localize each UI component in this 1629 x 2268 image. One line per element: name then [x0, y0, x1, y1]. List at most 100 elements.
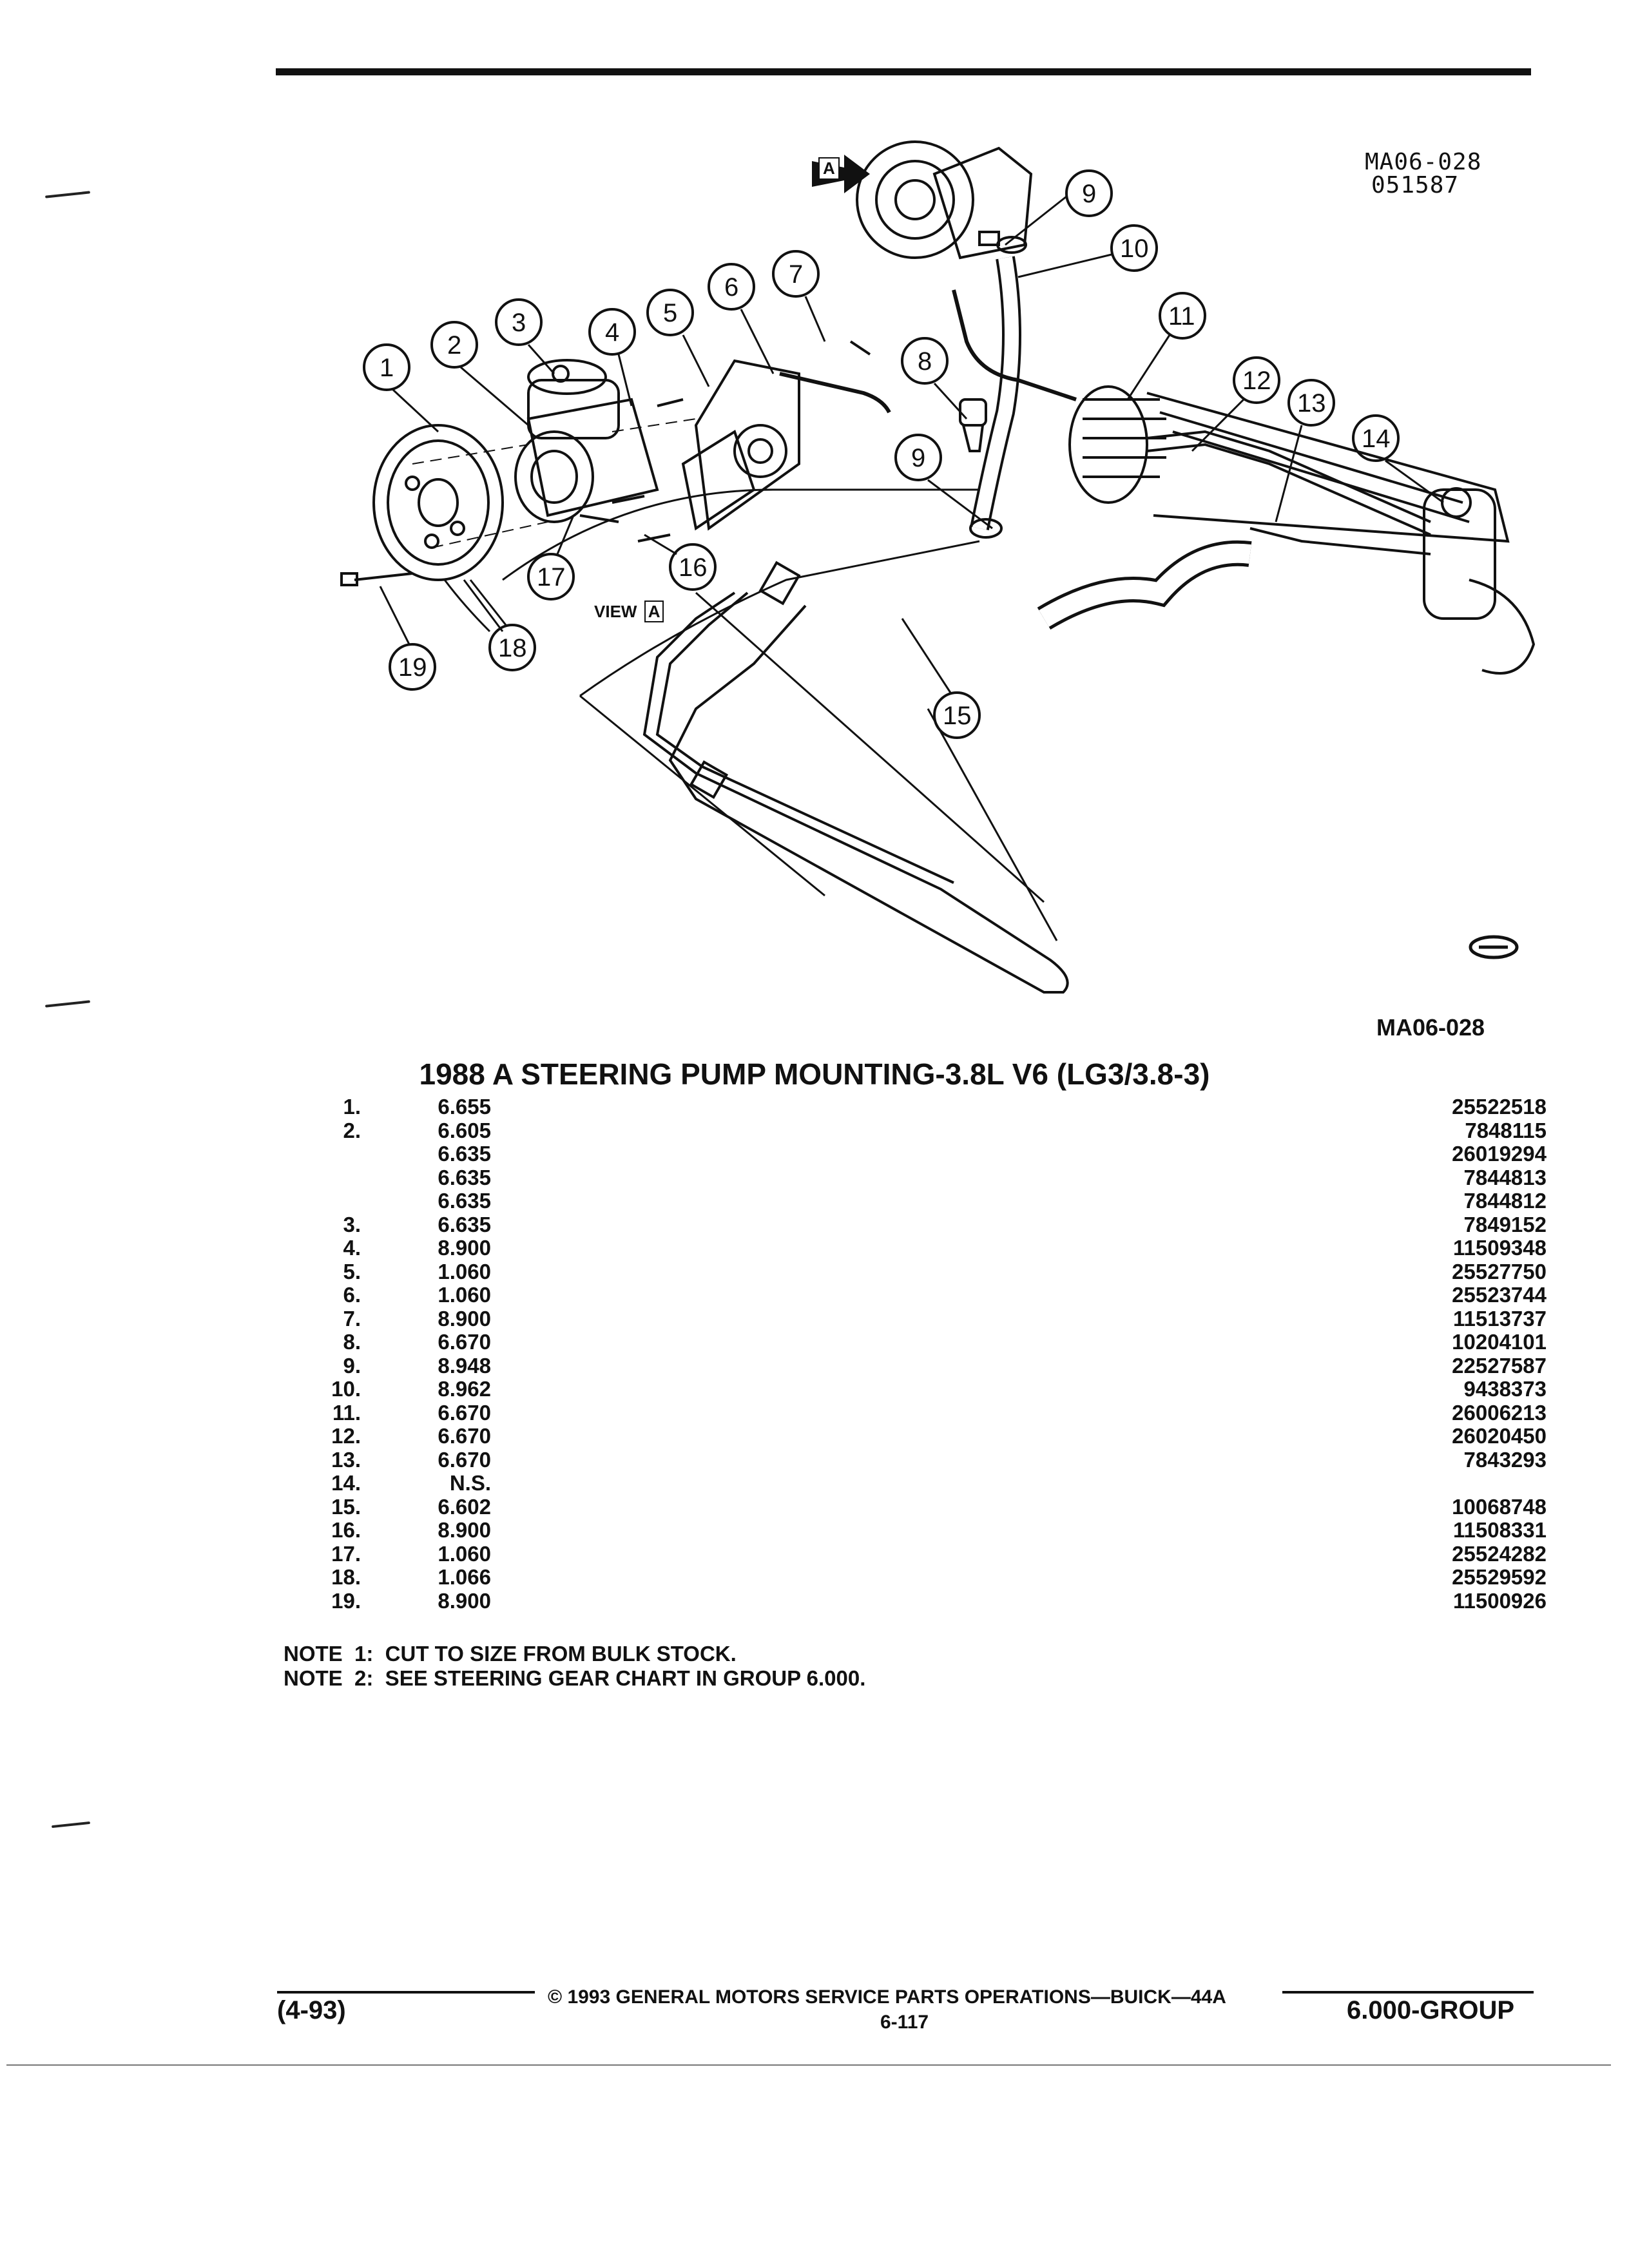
- part-number: 7843293: [1457, 1448, 1547, 1472]
- callout-bubbles: [363, 169, 1444, 739]
- part-row: 10.8.962HOSE , OIL (3/8"X24')(*1) ......…: [271, 1378, 1547, 1401]
- inlet-pipe: [952, 289, 1077, 401]
- clamp-lower: [969, 518, 1003, 539]
- part-item-number: 14.: [331, 1471, 361, 1495]
- revision-date: (4-93): [277, 1996, 346, 2024]
- part-number: 9438373: [1457, 1378, 1547, 1401]
- part-item-number: 8.: [343, 1330, 361, 1354]
- copyright: © 1993 GENERAL MOTORS SERVICE PARTS OPER…: [548, 1986, 1226, 2008]
- callout-label: 9: [911, 444, 926, 472]
- part-number: 11513737: [1446, 1307, 1547, 1331]
- part-item-number: 10.: [331, 1377, 361, 1401]
- part-group-number: 6.670: [438, 1400, 491, 1425]
- part-group-number: 8.948: [438, 1353, 491, 1378]
- part-number: 22527587: [1445, 1354, 1547, 1378]
- part-row: 16.8.900BOLT , HFH (M10X1.5X45) 10.9 POR…: [271, 1519, 1547, 1542]
- part-item-number: 17.: [331, 1541, 361, 1566]
- part-number: 10204101: [1445, 1331, 1547, 1354]
- part-number: 11500926: [1446, 1589, 1547, 1613]
- part-group-number: 1.060: [438, 1541, 491, 1566]
- part-row: 11.6.670PIPE , P/S GEAR INL ............…: [271, 1401, 1547, 1425]
- part-row: 3.6.635CAP , RESVR .....................…: [271, 1213, 1547, 1237]
- part-item-number: 15.: [331, 1494, 361, 1519]
- part-number: 11509348: [1446, 1236, 1547, 1260]
- part-item-number: 19.: [331, 1588, 361, 1613]
- bottom-rule: [6, 2064, 1611, 2066]
- part-item-number: 6.: [343, 1283, 361, 1307]
- part-item-number: 9.: [343, 1353, 361, 1378]
- part-number: 10068748: [1445, 1495, 1547, 1519]
- part-number: 25524282: [1445, 1542, 1547, 1566]
- notes: NOTE 1: CUT TO SIZE FROM BULK STOCK. NOT…: [284, 1642, 865, 1691]
- note-line: NOTE 1: CUT TO SIZE FROM BULK STOCK.: [284, 1642, 737, 1666]
- callout-label: 16: [679, 553, 708, 582]
- part-item-number: 13.: [331, 1447, 361, 1472]
- part-group-number: 8.900: [438, 1588, 491, 1613]
- parts-diagram: [335, 129, 1559, 1018]
- part-number: 25529592: [1445, 1566, 1547, 1589]
- part-group-number: 1.066: [438, 1565, 491, 1589]
- callout-label: 12: [1242, 367, 1271, 395]
- part-row: 17.1.060STUD , DRIVE BELT TENS BRKT ....…: [271, 1542, 1547, 1566]
- pump-assembly-top: [856, 140, 1033, 260]
- tensioner-brace: [681, 359, 800, 531]
- part-item-number: 1.: [343, 1095, 361, 1119]
- callout-label: 3: [512, 309, 526, 337]
- part-row: 5.1.060TENSIONER , DR BELT .............…: [271, 1260, 1547, 1284]
- callout-label: 2: [447, 331, 462, 360]
- margin-mark: [44, 191, 91, 198]
- frame-rail: [502, 488, 1058, 941]
- part-number: 26020450: [1445, 1425, 1547, 1448]
- figure-code-top: MA06-028: [1365, 149, 1482, 175]
- part-number: 26019294: [1445, 1142, 1547, 1166]
- part-item-number: 7.: [343, 1306, 361, 1331]
- page-title: 1988 A STEERING PUMP MOUNTING-3.8L V6 (L…: [419, 1057, 1210, 1091]
- footer-rule: [1282, 1991, 1534, 1994]
- callout-label: 11: [1168, 302, 1195, 331]
- part-row: 15.6.602PIPE ,P/S FLUID CLG ............…: [271, 1495, 1547, 1519]
- part-number: 25522518: [1445, 1095, 1547, 1119]
- part-item-number: 3.: [343, 1212, 361, 1236]
- callout-label: 8: [918, 347, 932, 376]
- part-group-number: 6.635: [438, 1189, 491, 1213]
- part-row: 4.8.900BOLT , HFH (M8X1.25X30) POR .....…: [271, 1236, 1547, 1260]
- steering-gear: [1068, 385, 1536, 675]
- part-group-number: 6.670: [438, 1330, 491, 1354]
- pulley-exploded: [372, 424, 504, 581]
- callout-label: 4: [605, 318, 620, 347]
- part-row: 12.6.670PIPE KIT ,S/GR(RH) .............…: [271, 1425, 1547, 1448]
- margin-mark: [51, 1821, 91, 1829]
- top-rule: [276, 68, 1531, 75]
- part-row: 6.635CLIP , RSVR RETG-LH ...............…: [271, 1189, 1547, 1213]
- part-group-number: 6.655: [438, 1095, 491, 1119]
- part-row: 6.1.060BRACE , DR BELT TENSIONER .......…: [271, 1283, 1547, 1307]
- part-row: 8.6.670SWITCH , THROT LVR ACTR P/S PRESS…: [271, 1331, 1547, 1354]
- parts-list: 1.6.655PULLEY , PUMP ...................…: [271, 1095, 1547, 1613]
- view-label: VIEW A: [594, 601, 664, 622]
- part-row: 6.635RESERVOIR KIT , PUMP ..............…: [271, 1142, 1547, 1166]
- part-group-number: 6.635: [438, 1142, 491, 1166]
- callout-label: 13: [1297, 389, 1326, 418]
- figure-date-code: 051587: [1371, 172, 1460, 198]
- margin-mark: [44, 1000, 91, 1008]
- part-number: 11508331: [1446, 1519, 1547, 1542]
- clamp-upper: [996, 236, 1027, 254]
- part-group-number: 1.060: [438, 1283, 491, 1307]
- part-group-number: N.S.: [449, 1471, 491, 1495]
- part-group-number: 6.602: [438, 1494, 491, 1519]
- part-number: 7848115: [1458, 1119, 1547, 1142]
- callout-label: 9: [1082, 180, 1097, 208]
- part-group-number: 6.605: [438, 1118, 491, 1142]
- cooling-pipe: [642, 561, 1069, 994]
- figure-code-bottom: MA06-028: [1376, 1014, 1485, 1041]
- part-number: 25523744: [1445, 1283, 1547, 1307]
- part-group-number: 8.900: [438, 1236, 491, 1260]
- footer-rule: [277, 1991, 535, 1994]
- view-arrow-letter: A: [818, 157, 840, 180]
- part-row: 9.8.948CLAMP , WORM GEAR (1/2 TO 13/16) …: [271, 1354, 1547, 1378]
- view-letter-box: A: [644, 601, 664, 622]
- part-number: 26006213: [1445, 1401, 1547, 1425]
- part-item-number: 18.: [331, 1565, 361, 1589]
- part-number: 7844812: [1457, 1189, 1547, 1213]
- part-group-number: 8.900: [438, 1306, 491, 1331]
